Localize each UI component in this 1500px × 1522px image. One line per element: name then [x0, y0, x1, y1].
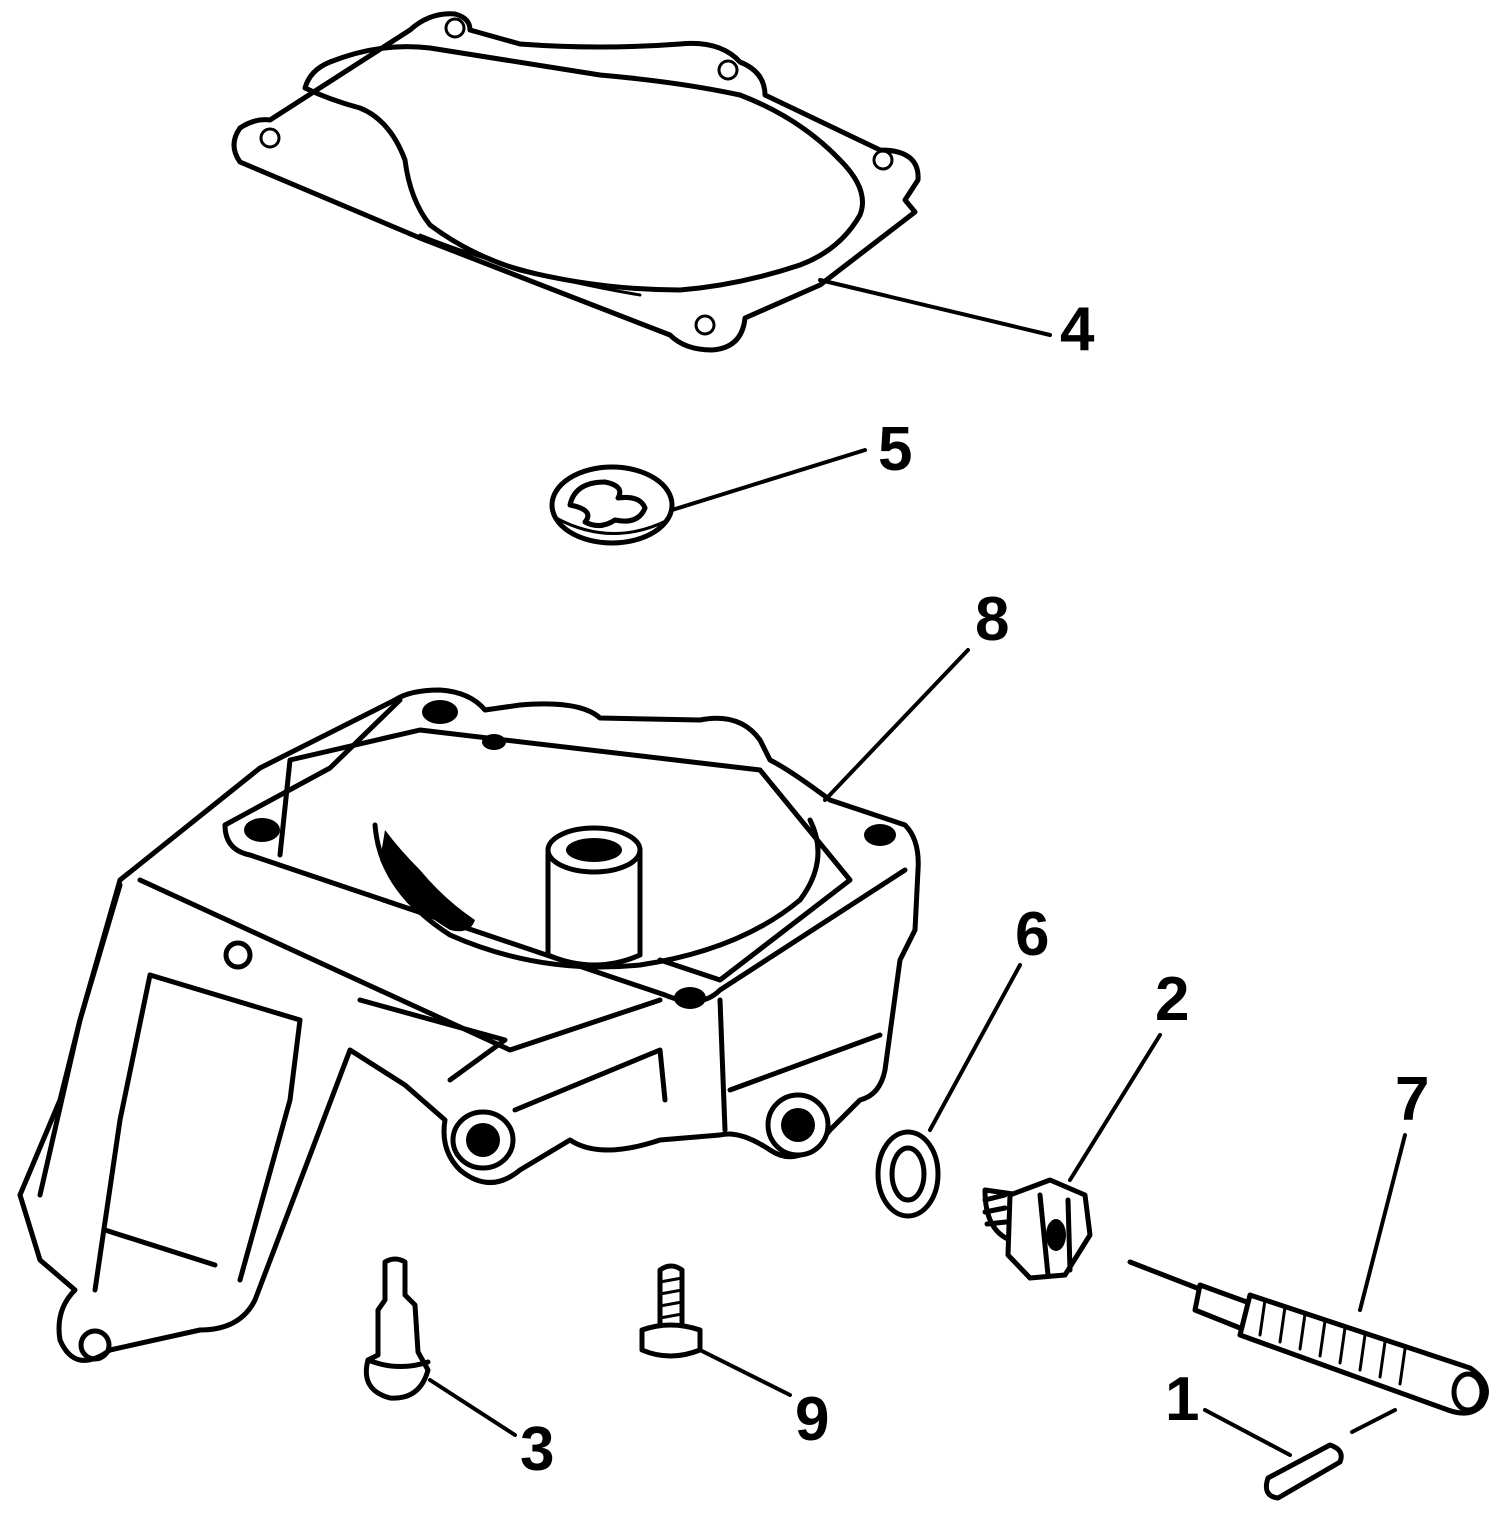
callout-1: 1 [1165, 1365, 1199, 1434]
callout-labels: 4 5 8 6 2 7 1 3 9 [520, 295, 1429, 1484]
gasket-part [231, 11, 921, 353]
stud-part [363, 1256, 431, 1401]
callout-2: 2 [1155, 965, 1189, 1034]
callout-7: 7 [1395, 1065, 1429, 1134]
callout-9: 9 [795, 1385, 829, 1454]
washer-part [875, 1129, 941, 1219]
leader-lines [428, 278, 1407, 1457]
callout-3: 3 [520, 1415, 554, 1484]
float-bowl-part [17, 687, 921, 1363]
clip-part [549, 464, 675, 546]
callout-6: 6 [1015, 900, 1049, 969]
callout-4: 4 [1060, 295, 1095, 364]
needle-part [1127, 1259, 1489, 1416]
callout-5: 5 [878, 415, 912, 484]
screw-part [639, 1263, 703, 1359]
pin-part [1263, 1442, 1344, 1501]
callout-8: 8 [975, 585, 1009, 654]
plug-part [982, 1177, 1093, 1281]
